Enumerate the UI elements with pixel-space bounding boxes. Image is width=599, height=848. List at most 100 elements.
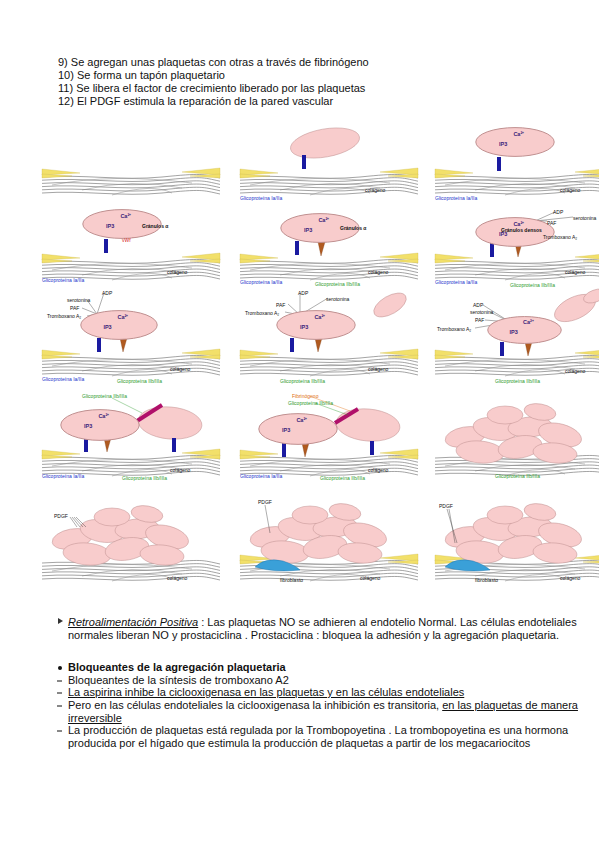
platelet-body: [259, 414, 337, 445]
bullet-mark: [58, 666, 62, 670]
endothelium: [575, 168, 599, 175]
panel-label: Glicoproteína IIb/IIIa: [510, 282, 555, 288]
gp-iib-iiia-receptor: [315, 338, 322, 352]
ip3-label: IP3: [106, 223, 114, 229]
gp-ia-iia-receptor: [172, 438, 176, 452]
endothelium: [190, 355, 220, 359]
platelet: [288, 123, 362, 163]
collagen-fiber: [435, 275, 599, 279]
endothelium: [380, 449, 418, 456]
panel-label: Glicoproteína Ia/IIa: [240, 473, 282, 479]
platelet-body: [476, 218, 554, 247]
calcium-label: Ca²⁺: [120, 213, 131, 219]
leader-line: [82, 308, 97, 314]
panel-label: Glicoproteína IIb/IIIa: [288, 400, 333, 406]
panel-label: PDGF: [439, 503, 453, 509]
collagen-fiber: [505, 188, 565, 195]
endothelium: [388, 560, 418, 564]
endothelium: [182, 349, 220, 356]
panel-label: ADP: [102, 290, 112, 296]
collagen-fiber: [82, 464, 182, 471]
panel-label: colágeno: [368, 366, 388, 372]
leader-line: [97, 293, 104, 314]
collagen-fiber: [435, 362, 599, 366]
platelet: Ca²⁺IP3: [60, 409, 140, 441]
collagen-fiber: [240, 576, 418, 580]
platelet: Ca²⁺IP3: [276, 310, 356, 340]
platelet: [370, 288, 410, 322]
panel-label: colágeno: [170, 366, 190, 372]
panel-label: Tromboxano A₂: [245, 310, 279, 316]
collagen-fiber: [475, 268, 575, 275]
ip3-label: IP3: [103, 324, 111, 330]
platelet: [532, 441, 578, 465]
panel-label: serotonina: [470, 309, 493, 315]
endothelium: [388, 174, 418, 178]
endothelium: [42, 169, 80, 175]
platelet: [292, 506, 328, 524]
collagen-fiber: [435, 174, 599, 178]
panel-label: Glicoproteína IIb/IIIa: [280, 378, 325, 384]
step-text: 10) Se forma un tapón plaquetario: [58, 69, 225, 82]
panel-label: Gránulos α: [142, 223, 168, 229]
platelet: [532, 541, 578, 565]
dash-mark: [57, 731, 62, 732]
panel-label: Glicoproteína IIb/IIIa: [122, 475, 167, 481]
pdgf-release: [72, 517, 80, 527]
platelet: [94, 508, 130, 526]
panel-label: Glicoproteína IIb/IIIa: [320, 475, 365, 481]
panel-label: ADP: [473, 302, 483, 308]
leader-line: [447, 509, 457, 543]
collagen-fiber: [435, 570, 599, 574]
paragraph: Pero en las células endoteliales la cicl…: [68, 699, 578, 724]
calcium-label: Ca²⁺: [513, 131, 524, 137]
body-text: Bloqueantes de la agregación plaquetaria: [68, 661, 286, 673]
fibroblast: [445, 560, 490, 571]
leader-line: [535, 212, 555, 221]
endothelium: [182, 168, 220, 175]
endothelium: [240, 169, 278, 175]
panel-label: colágeno: [560, 187, 580, 193]
endothelium: [583, 560, 599, 564]
calcium-label: Ca²⁺: [318, 217, 329, 223]
gp-iib-iiia-receptor: [302, 443, 309, 457]
collagen-fiber: [435, 259, 599, 263]
platelet: [137, 404, 204, 441]
endothelium: [240, 450, 278, 456]
bullet-mark: [58, 618, 63, 624]
panel-label: colágeno: [167, 575, 187, 581]
endothelium: [182, 449, 220, 456]
panel-label: Glicoproteína Ia/IIa: [435, 279, 477, 285]
gp-ia-iia-receptor: [104, 239, 108, 253]
collagen-fiber: [82, 364, 182, 371]
leader-line: [449, 509, 455, 543]
panel-label: fibroblasto: [475, 577, 498, 583]
endothelium: [42, 450, 80, 456]
panel-label: PAF: [276, 302, 285, 308]
paragraph: Bloqueantes de la agregación plaquetaria: [68, 661, 578, 674]
pdgf-release: [74, 517, 83, 527]
panel-label: serotonina: [573, 215, 596, 221]
platelet: [130, 503, 164, 524]
panel-label: Gránulos α: [340, 225, 366, 231]
gp-ia-iia-receptor: [497, 157, 501, 171]
endothelium: [388, 355, 418, 359]
panel-label: PAF: [475, 317, 484, 323]
collagen-fiber: [435, 181, 599, 185]
endothelium: [380, 349, 418, 356]
platelet: [487, 406, 523, 424]
platelet: [328, 501, 362, 522]
panel-label: Glicoproteína IIb/IIIa: [315, 281, 360, 287]
paragraph: Bloqueantes de la síntesis de tromboxano…: [68, 674, 578, 687]
endothelium: [182, 253, 220, 260]
endothelium: [435, 169, 473, 175]
ip3-label: IP3: [84, 423, 92, 429]
gp-iib-iiia-receptor: [318, 242, 325, 256]
collagen-fiber: [280, 464, 380, 471]
endothelium: [42, 355, 72, 359]
calcium-label: Ca²⁺: [314, 314, 325, 320]
ip3-label: IP3: [510, 329, 518, 335]
endothelium: [190, 259, 220, 263]
body-text: La aspirina inhibe la ciclooxigenasa en …: [68, 686, 464, 698]
gp-ia-iia-receptor: [500, 342, 504, 356]
